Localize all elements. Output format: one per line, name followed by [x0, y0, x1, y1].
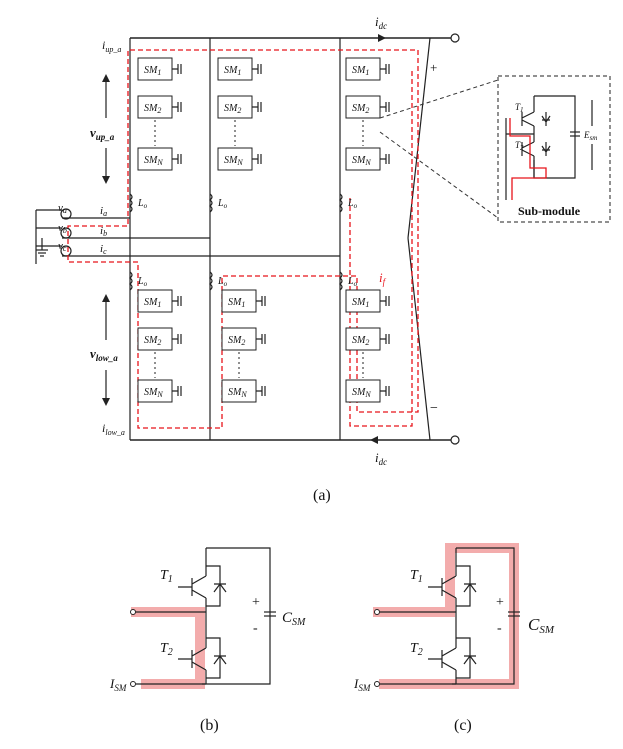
submodule-label: SMN: [144, 387, 163, 399]
plus-sign: +: [430, 60, 437, 75]
submodule-label: SMN: [224, 155, 243, 167]
capacitor-icon: [172, 296, 182, 306]
ia-label: ia: [100, 205, 107, 218]
panel-c-csm-label: CSM: [528, 615, 555, 636]
dc-link-line-2: [407, 237, 431, 441]
capacitor-icon: [172, 154, 182, 164]
capacitor-icon: [380, 154, 390, 164]
submodule-label: SM2: [352, 335, 369, 347]
caption-c: (c): [454, 717, 472, 734]
arrow-idc-bottom: [370, 436, 378, 444]
ic-label: ic: [100, 243, 107, 256]
inductor-label: Lo: [217, 198, 228, 210]
inset-t1-label: T1: [515, 102, 524, 114]
inductor-icon: [339, 193, 343, 213]
capacitor-icon: [172, 64, 182, 74]
capacitor-icon: [380, 64, 390, 74]
submodule-label: SM1: [352, 297, 369, 309]
inductor-icon: [129, 271, 133, 291]
capacitor-icon: [380, 386, 390, 396]
submodule-schematic: [505, 95, 593, 200]
idc-bottom-label: idc: [375, 450, 387, 467]
submodule-title: Sub-module: [518, 204, 581, 218]
i-f-label: if: [379, 270, 387, 287]
i-up-a-label: iup_a: [102, 38, 121, 54]
minus-sign: −: [430, 401, 438, 416]
submodule-label: SM2: [144, 103, 161, 115]
capacitor-icon: [380, 334, 390, 344]
inductor-label: Lo: [347, 198, 358, 210]
submodule-label: SM2: [228, 335, 245, 347]
submodule-label: SM1: [144, 297, 161, 309]
panel-a-circuit: SM1SM2SMNSM1SM2SMNSM1SM2SMNSM1SM2SMNSM1S…: [35, 14, 611, 504]
inductor-icon: [209, 193, 213, 213]
vb-label: vb: [58, 222, 67, 235]
capacitor-icon: [256, 334, 266, 344]
submodule-label: SM1: [228, 297, 245, 309]
capacitor-icon: [172, 334, 182, 344]
submodule-label: SM1: [352, 65, 369, 77]
svg-text:+: +: [496, 595, 504, 610]
v-up-a-label: vup_a: [90, 125, 115, 142]
capacitor-icon: [172, 386, 182, 396]
caption-a: (a): [313, 487, 331, 504]
inductor-icon: [129, 193, 133, 213]
capacitor-icon: [252, 64, 262, 74]
inset-t2-label: T2: [515, 140, 524, 152]
capacitor-icon: [380, 102, 390, 112]
submodule-label: SM2: [144, 335, 161, 347]
arrow-idc-top: [378, 34, 386, 42]
panel-b-circuit: + - T1 T2 CSM ISM (b): [109, 547, 306, 734]
dc-terminal-bottom: [450, 435, 460, 445]
panel-b-csm-label: CSM: [282, 610, 306, 628]
capacitor-icon: [252, 102, 262, 112]
submodule-label: SMN: [228, 387, 247, 399]
v-low-a-label: vlow_a: [90, 346, 118, 363]
panel-c-t2-label: T2: [410, 641, 423, 658]
submodule-label: SM1: [144, 65, 161, 77]
ac-source-a-icon: [60, 208, 72, 220]
inductor-icon: [209, 271, 213, 291]
capacitor-icon: [380, 296, 390, 306]
panel-c-t1-label: T1: [410, 568, 423, 585]
ib-label: ib: [100, 225, 107, 238]
capacitor-icon: [256, 386, 266, 396]
inductor-label: Lo: [217, 276, 228, 288]
fault-current-path: [67, 49, 419, 429]
submodule-label: SMN: [352, 387, 371, 399]
panel-c-circuit: + - T1 T2 CSM ISM (c): [353, 543, 555, 734]
submodule-label: SM1: [224, 65, 241, 77]
submodule-label: SMN: [144, 155, 163, 167]
submodule-inset: [497, 75, 611, 223]
panel-b-t1-label: T1: [160, 568, 173, 585]
panel-c-ism-label: ISM: [353, 676, 371, 693]
ac-source-c-icon: [60, 245, 72, 257]
inductor-label: Lo: [347, 276, 358, 288]
svg-text:+: +: [252, 595, 260, 610]
dc-link-line-1: [407, 37, 431, 239]
svg-text:-: -: [497, 621, 502, 636]
caption-b: (b): [200, 717, 219, 734]
idc-top-label: idc: [375, 14, 387, 31]
esm-label: Esm: [583, 130, 597, 142]
svg-text:-: -: [253, 621, 258, 636]
capacitor-icon: [172, 102, 182, 112]
inductor-label: Lo: [137, 198, 148, 210]
dc-terminal-top: [450, 33, 460, 43]
inductor-label: Lo: [137, 276, 148, 288]
panel-b-ism-label: ISM: [109, 676, 127, 693]
va-label: va: [58, 202, 67, 215]
i-low-a-label: ilow_a: [102, 421, 125, 437]
submodule-label: SM2: [224, 103, 241, 115]
inductor-icon: [339, 271, 343, 291]
capacitor-icon: [252, 154, 262, 164]
vc-label: vc: [58, 240, 67, 253]
submodule-label: SM2: [352, 103, 369, 115]
capacitor-icon: [256, 296, 266, 306]
ac-source-b-icon: [60, 227, 72, 239]
panel-b-t2-label: T2: [160, 641, 173, 658]
submodule-label: SMN: [352, 155, 371, 167]
